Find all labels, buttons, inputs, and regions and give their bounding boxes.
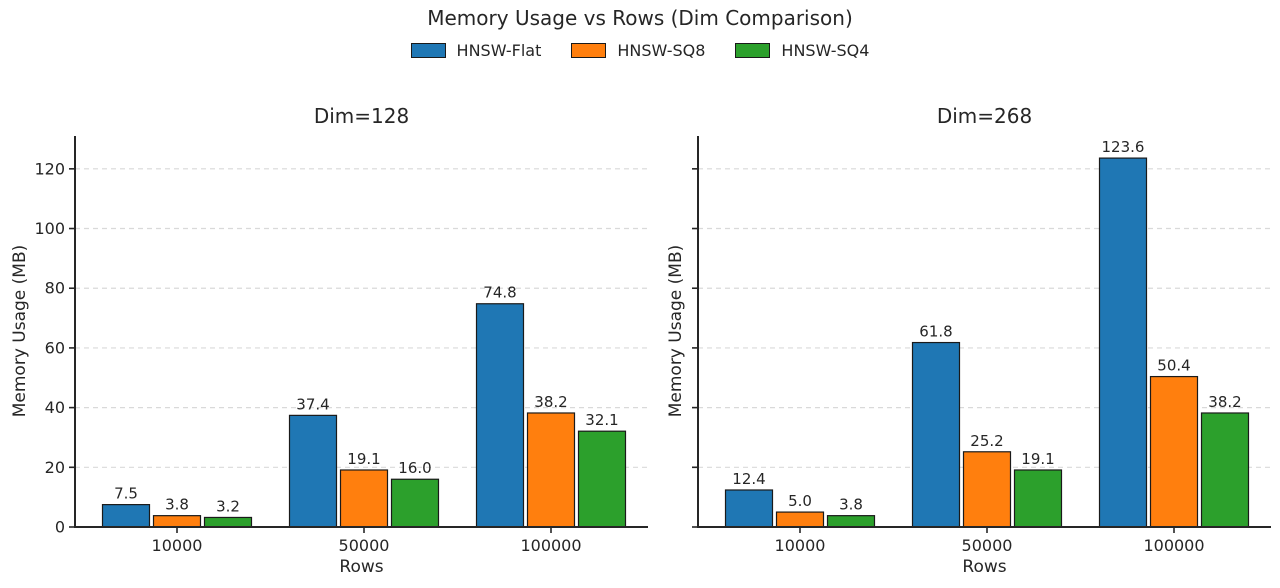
bar-value-label: 38.2 xyxy=(534,393,567,411)
y-tick-label: 20 xyxy=(45,458,65,477)
bar-value-label: 38.2 xyxy=(1208,393,1241,411)
legend: HNSW-Flat HNSW-SQ8 HNSW-SQ4 xyxy=(0,41,1280,60)
y-tick-label: 60 xyxy=(45,338,65,357)
bar-hnsw-sq4-100000 xyxy=(1200,412,1250,528)
bar-hnsw-sq8-10000 xyxy=(775,511,825,528)
y-tick-label: 40 xyxy=(45,398,65,417)
bar-value-label: 74.8 xyxy=(483,284,516,302)
x-tick-label: 100000 xyxy=(520,536,581,555)
legend-label: HNSW-Flat xyxy=(456,41,542,60)
y-tick-label: 0 xyxy=(55,518,65,537)
bar-hnsw-sq4-50000 xyxy=(390,478,440,528)
y-axis-label: Memory Usage (MB) xyxy=(10,245,30,418)
subplot-2: 10000 12.4 5.0 3.8 50000 61.8 25.2 19.1 100000 12… xyxy=(666,104,1271,577)
bar-hnsw-flat-100000 xyxy=(1098,157,1148,528)
subplot-title: Dim=128 xyxy=(314,104,409,128)
x-tick-label: 10000 xyxy=(775,536,826,555)
subplot-title: Dim=268 xyxy=(937,104,1032,128)
bar-hnsw-sq8-50000 xyxy=(339,469,389,528)
x-axis-label: Rows xyxy=(962,557,1006,577)
figure-title: Memory Usage vs Rows (Dim Comparison) xyxy=(427,6,853,30)
legend-swatch-icon xyxy=(735,43,771,58)
y-tick-label: 120 xyxy=(34,159,65,178)
bar-value-label: 3.2 xyxy=(216,497,240,515)
x-tick-label: 100000 xyxy=(1143,536,1204,555)
bar-value-label: 7.5 xyxy=(114,485,138,503)
y-tick-label: 80 xyxy=(45,279,65,298)
bar-hnsw-sq4-50000 xyxy=(1013,469,1063,528)
bar-hnsw-sq4-100000 xyxy=(577,430,627,528)
bar-value-label: 5.0 xyxy=(788,492,812,510)
legend-item-hnsw-flat: HNSW-Flat xyxy=(410,41,542,60)
bar-hnsw-sq8-100000 xyxy=(526,412,576,528)
bar-value-label: 61.8 xyxy=(919,323,952,341)
bar-value-label: 32.1 xyxy=(585,411,618,429)
bar-hnsw-sq4-10000 xyxy=(203,516,253,528)
legend-swatch-icon xyxy=(571,43,607,58)
bar-value-label: 123.6 xyxy=(1102,138,1145,156)
bar-value-label: 50.4 xyxy=(1157,357,1190,375)
legend-label: HNSW-SQ4 xyxy=(781,41,870,60)
bar-value-label: 3.8 xyxy=(165,496,189,514)
subplot-1: 0 20 40 60 80 100 120 10000 7.5 3.8 3.2 50000 37.4 19… xyxy=(10,104,648,577)
x-tick-label: 50000 xyxy=(962,536,1013,555)
bar-hnsw-flat-50000 xyxy=(911,341,961,528)
bar-value-label: 19.1 xyxy=(1021,450,1054,468)
bar-hnsw-sq8-50000 xyxy=(962,451,1012,528)
bar-value-label: 3.8 xyxy=(839,496,863,514)
bar-hnsw-flat-50000 xyxy=(288,414,338,528)
bar-value-label: 19.1 xyxy=(347,450,380,468)
bar-value-label: 16.0 xyxy=(398,459,431,477)
y-axis-label: Memory Usage (MB) xyxy=(666,245,686,418)
x-tick-label: 50000 xyxy=(339,536,390,555)
legend-item-hnsw-sq4: HNSW-SQ4 xyxy=(735,41,869,60)
bar-hnsw-flat-10000 xyxy=(101,504,151,528)
bar-hnsw-sq8-100000 xyxy=(1149,375,1199,528)
bar-hnsw-sq8-10000 xyxy=(152,515,202,528)
bar-hnsw-flat-100000 xyxy=(475,303,525,528)
y-tick-label: 100 xyxy=(34,219,65,238)
legend-swatch-icon xyxy=(410,43,446,58)
legend-label: HNSW-SQ8 xyxy=(617,41,706,60)
bar-hnsw-flat-10000 xyxy=(724,489,774,528)
legend-item-hnsw-sq8: HNSW-SQ8 xyxy=(571,41,705,60)
bar-value-label: 25.2 xyxy=(970,432,1003,450)
bar-value-label: 12.4 xyxy=(732,470,765,488)
x-tick-label: 10000 xyxy=(152,536,203,555)
bar-value-label: 37.4 xyxy=(296,395,329,413)
bar-hnsw-sq4-10000 xyxy=(826,515,876,528)
x-axis-label: Rows xyxy=(339,557,383,577)
